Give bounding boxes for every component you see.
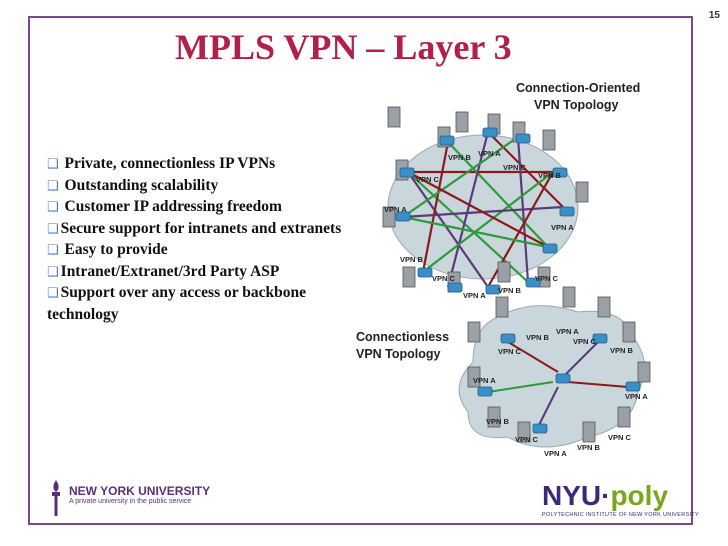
slide-frame (28, 16, 693, 525)
checkbox-bullet-icon: ❑ (47, 264, 59, 280)
vpn-label: VPN C (416, 175, 440, 184)
checkbox-bullet-icon: ❑ (47, 286, 59, 301)
bullet-item: ❑Secure support for intranets and extran… (47, 219, 342, 237)
checkbox-bullet-icon: ❑ (47, 157, 59, 172)
checkbox-bullet-icon: ❑ (47, 221, 59, 237)
vpn-label: VPN B (610, 346, 634, 355)
vpn-label: VPN A (478, 149, 501, 158)
nyu-name: NEW YORK UNIVERSITY (69, 484, 211, 498)
bullet-item: ❑ Customer IP addressing freedom (47, 198, 282, 215)
router-icons (395, 127, 641, 434)
vpn-label: VPN C (535, 274, 559, 283)
nyu-poly-subtitle: POLYTECHNIC INSTITUTE OF NEW YORK UNIVER… (542, 512, 699, 518)
connectionless-links (487, 341, 629, 428)
vpn-label: VPN B (577, 443, 601, 452)
slide-title: MPLS VPN – Layer 3 (175, 27, 512, 67)
connectionless-title-line2: VPN Topology (356, 347, 441, 361)
vpn-label: VPN B (486, 417, 510, 426)
bullet-list: ❑ Private, connectionless IP VPNs ❑ Outs… (47, 154, 347, 325)
nyu-poly-wordmark: NYU·poly (542, 480, 669, 511)
vpn-label: VPN A (463, 291, 486, 300)
vpn-label: VPN A (384, 205, 407, 214)
checkbox-bullet-icon: ❑ (47, 200, 59, 215)
checkbox-bullet-icon: ❑ (47, 243, 59, 258)
vpn-label: VPN B (498, 286, 522, 295)
bullet-item: ❑ Easy to provide (47, 241, 168, 258)
vpn-label: VPN A (544, 449, 567, 458)
nyu-tagline: A private university in the public servi… (69, 498, 192, 505)
vpn-label: VPN C (515, 435, 539, 444)
vpn-label: VPN B (538, 171, 562, 180)
nyu-poly-logo: NYU·poly POLYTECHNIC INSTITUTE OF NEW YO… (542, 480, 699, 518)
vpn-label: VPN B (448, 153, 472, 162)
vpn-label: VPN C (608, 433, 632, 442)
vpn-label: VPN B (400, 255, 424, 264)
connection-oriented-title-line2: VPN Topology (534, 98, 619, 112)
torch-icon (52, 480, 60, 516)
vpn-label: VPN C (432, 274, 456, 283)
vpn-label: VPN C (573, 337, 597, 346)
vpn-topology-diagram: Connection-Oriented VPN Topology Connect… (356, 81, 651, 458)
bullet-item: ❑ Outstanding scalability (47, 176, 219, 194)
vpn-label: VPN B (526, 333, 550, 342)
connectionless-title-line1: Connectionless (356, 330, 449, 344)
checkbox-bullet-icon: ❑ (47, 178, 59, 194)
vpn-label: VPN A (625, 392, 648, 401)
bullet-item: ❑Support over any access or backbone tec… (47, 284, 306, 323)
vpn-label: VPN C (503, 163, 527, 172)
page-number: 15 (708, 10, 720, 21)
vpn-label: VPN C (498, 347, 522, 356)
vpn-label: VPN A (551, 223, 574, 232)
bullet-item: ❑Intranet/Extranet/3rd Party ASP (47, 262, 280, 280)
connection-oriented-title-line1: Connection-Oriented (516, 81, 640, 95)
vpn-label: VPN A (556, 327, 579, 336)
vpn-label: VPN A (473, 376, 496, 385)
bullet-item: ❑ Private, connectionless IP VPNs (47, 155, 276, 172)
